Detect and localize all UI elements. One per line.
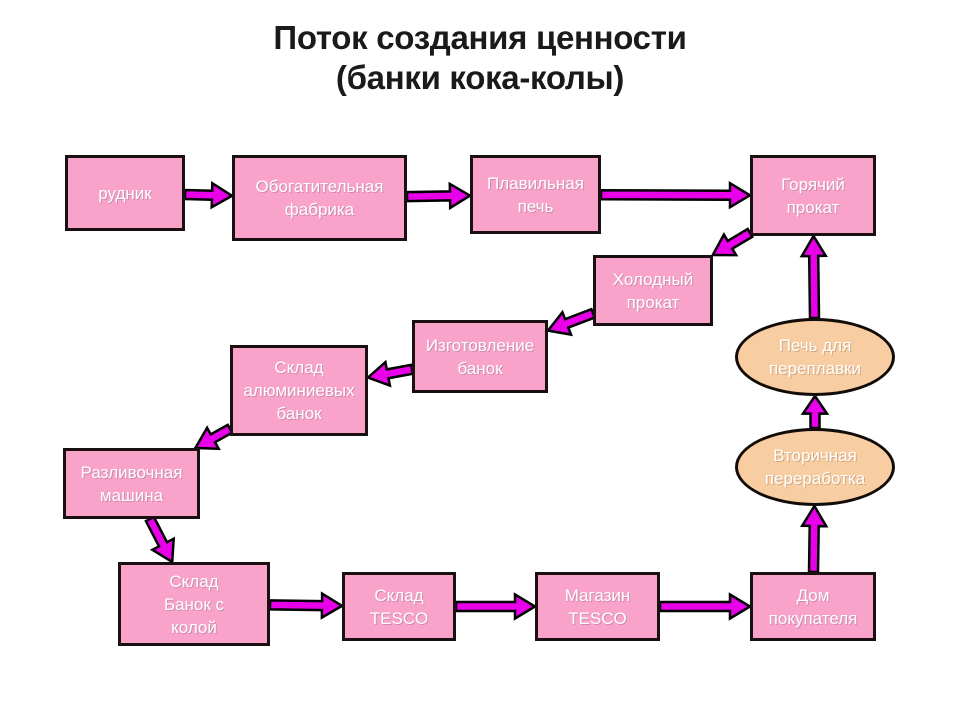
arrow-recycling-to-remelt_furnace [800,393,830,430]
arrow-can_warehouse-to-filling_machine [193,423,234,451]
arrow-mine-to-beneficiation [183,180,235,210]
arrow-smelting-to-hot_rolling [599,180,753,210]
arrow-remelt_furnace-to-hot_rolling [799,233,828,320]
title-line-2: (банки кока-колы) [335,59,625,96]
arrow-tesco_warehouse-to-tesco_store [454,592,538,621]
arrow-can_making-to-can_warehouse [365,359,415,388]
arrow-tesco_store-to-customer_home [658,592,753,621]
arrow-cold_rolling-to-can_making [545,307,597,337]
arrow-customer_home-to-recycling [799,503,829,574]
arrow-hot_rolling-to-cold_rolling [710,227,755,257]
arrow-filling_machine-to-cola_warehouse [144,515,176,565]
arrow-cola_warehouse-to-tesco_warehouse [268,591,345,620]
page-title: Поток создания ценности (банки кока-колы… [0,18,960,98]
title-line-1: Поток создания ценности [273,19,687,56]
arrow-beneficiation-to-smelting [405,181,473,211]
flow-node-mine[interactable]: рудник [65,155,185,231]
flow-node-label: рудник [98,183,152,203]
